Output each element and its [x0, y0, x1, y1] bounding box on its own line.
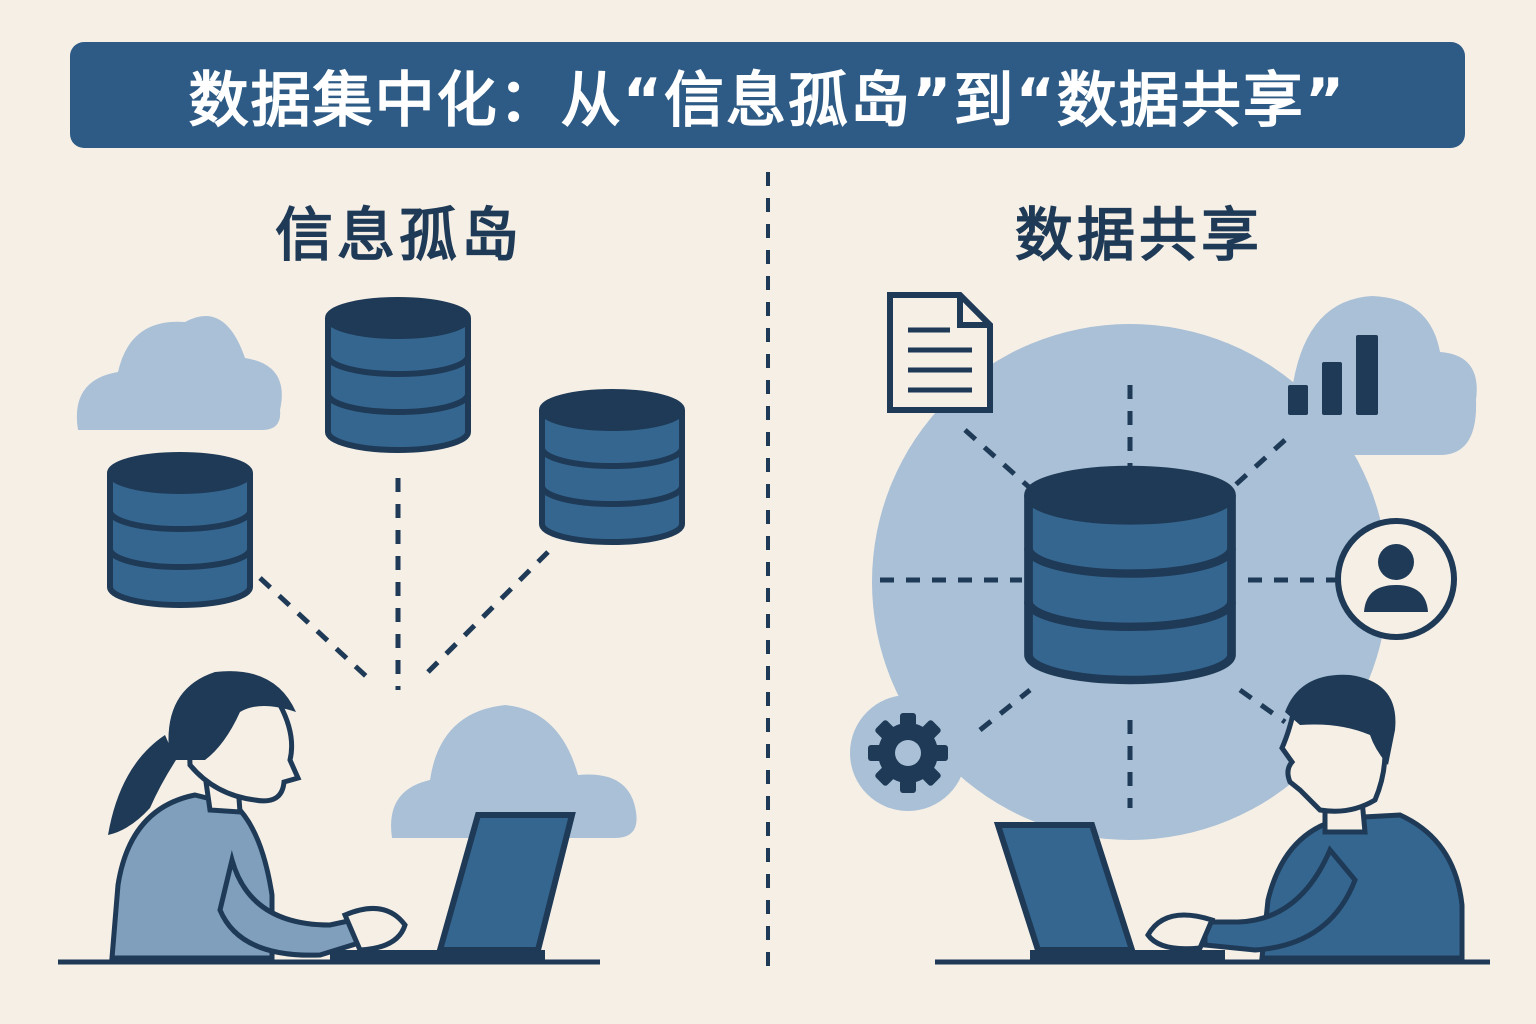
user-icon: [1335, 518, 1457, 640]
cloud-icon: [391, 705, 637, 838]
bar-chart-icon: [1288, 335, 1378, 415]
woman-figure: [108, 671, 408, 961]
right-panel-title: 数据共享: [1015, 201, 1264, 269]
database-icon: [1029, 470, 1232, 680]
page-title: 数据集中化：从“信息孤岛”到“数据共享”: [188, 65, 1347, 136]
title-banner: 数据集中化：从“信息孤岛”到“数据共享”: [70, 42, 1465, 148]
gear-icon: [850, 695, 966, 811]
laptop-icon: [330, 812, 576, 962]
database-icon: [110, 455, 250, 605]
left-panel-title: 信息孤岛: [275, 201, 524, 269]
man-figure: [1145, 674, 1465, 961]
hub-spokes: [880, 385, 1336, 808]
document-icon: [887, 292, 993, 413]
cloud-icon: [76, 315, 282, 430]
database-icon: [328, 300, 468, 450]
laptop-icon: [993, 822, 1225, 962]
database-icon: [542, 392, 682, 542]
connection-lines: [258, 478, 550, 690]
